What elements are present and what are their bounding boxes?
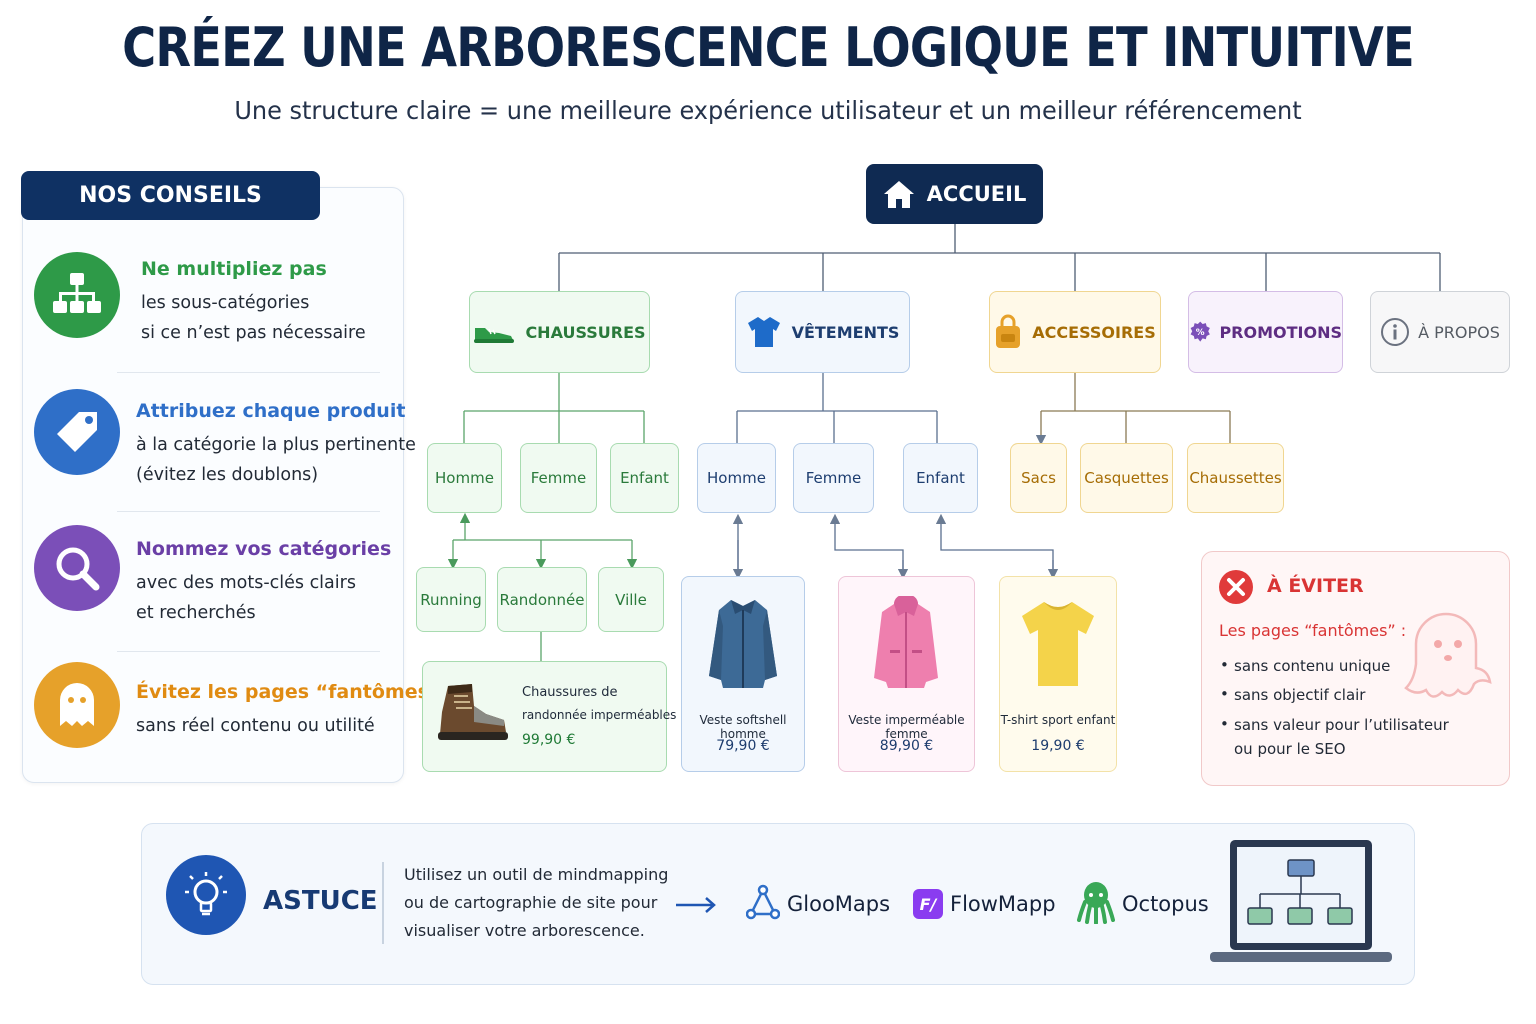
tip-text: et recherchés — [136, 603, 256, 623]
avoid-bullet: • — [1220, 715, 1229, 733]
close-circle-icon — [1219, 570, 1253, 604]
divider — [117, 651, 380, 652]
avoid-title: À ÉVITER — [1267, 575, 1364, 597]
tree-node-promotions[interactable]: % PROMOTIONS — [1188, 291, 1343, 373]
flowmapp-logo-icon: F/ — [913, 889, 943, 919]
arrow-right-icon — [676, 897, 716, 913]
octopus-logo-icon — [1077, 882, 1115, 924]
bag-icon — [996, 314, 1021, 348]
astuce-label: ASTUCE — [263, 886, 378, 916]
softshell-jacket-image — [709, 600, 777, 688]
divider — [117, 511, 380, 512]
tool-flowmapp[interactable]: FlowMapp — [950, 892, 1056, 916]
avoid-item: ou pour le SEO — [1234, 740, 1346, 758]
tip-text: à la catégorie la plus pertinente — [136, 435, 416, 455]
avoid-item: sans contenu unique — [1234, 657, 1391, 675]
tree-node-chaussures-femme[interactable]: Femme — [520, 443, 597, 513]
avoid-bullet: • — [1220, 656, 1229, 674]
tree-node-label: À PROPOS — [1418, 322, 1500, 342]
divider — [117, 372, 380, 373]
page-title: CRÉEZ UNE ARBORESCENCE LOGIQUE ET INTUIT… — [122, 16, 1415, 79]
tree-node-a-propos[interactable]: À PROPOS — [1370, 291, 1510, 373]
tree-node-casquettes[interactable]: Casquettes — [1080, 443, 1173, 513]
product-price: 19,90 € — [1031, 738, 1085, 754]
tip-text: les sous-catégories — [141, 293, 310, 313]
tip-title: Évitez les pages “fantômes” — [136, 681, 442, 703]
tshirt-product-image — [1022, 602, 1094, 686]
rain-jacket-image — [874, 596, 938, 688]
tree-node-vetements-femme[interactable]: Femme — [793, 443, 874, 513]
product-name: Chaussures de — [522, 685, 618, 700]
astuce-badge — [166, 855, 246, 935]
search-icon — [56, 547, 100, 591]
product-price: 89,90 € — [879, 738, 934, 754]
tag-icon — [57, 412, 97, 452]
tip-text: avec des mots-clés clairs — [136, 573, 356, 593]
product-name: T-shirt sport enfant — [1000, 713, 1116, 727]
tip-text: sans réel contenu ou utilité — [136, 716, 375, 736]
sitemap-icon — [53, 273, 101, 313]
tree-node-label: ACCESSOIRES — [1032, 322, 1156, 342]
divider — [382, 862, 384, 944]
tree-node-chaussettes[interactable]: Chaussettes — [1187, 443, 1284, 513]
tip-ghost-badge — [34, 662, 120, 748]
astuce-text: ou de cartographie de site pour — [404, 893, 658, 912]
tip-text: si ce n’est pas nécessaire — [141, 323, 366, 343]
tree-node-vetements-enfant[interactable]: Enfant — [903, 443, 978, 513]
tree-node-label: VÊTEMENTS — [791, 322, 900, 342]
page-subtitle: Une structure claire = une meilleure exp… — [234, 96, 1302, 125]
tree-node-accessoires[interactable]: ACCESSOIRES — [989, 291, 1161, 373]
laptop-sitemap-icon — [1210, 840, 1392, 962]
percent-badge-icon: % — [1190, 321, 1210, 342]
tip-text: (évitez les doublons) — [136, 465, 319, 485]
product-name: randonnée imperméables — [522, 708, 677, 722]
tip-sitemap-badge — [34, 252, 120, 338]
tool-gloomaps[interactable]: GlooMaps — [787, 892, 891, 916]
product-name: Veste imperméable femme — [848, 713, 965, 741]
ghost-icon — [60, 683, 94, 726]
astuce-text: visualiser votre arborescence. — [404, 921, 645, 940]
product-name: Veste softshell homme — [699, 713, 787, 741]
lightbulb-icon — [185, 872, 227, 916]
tip-title: Attribuez chaque produit — [136, 400, 406, 422]
tree-node-chaussures-homme[interactable]: Homme — [427, 443, 502, 513]
tips-header: NOS CONSEILS — [21, 171, 320, 220]
product-price: 79,90 € — [716, 738, 770, 754]
tree-node-randonnee[interactable]: Randonnée — [497, 567, 587, 632]
avoid-bullet: • — [1220, 685, 1229, 703]
gloomaps-logo-icon — [746, 884, 780, 920]
shoe-icon — [474, 328, 515, 343]
avoid-item: sans objectif clair — [1234, 686, 1366, 704]
home-icon — [883, 181, 914, 208]
astuce-banner — [141, 823, 1415, 985]
avoid-subtitle: Les pages “fantômes” : — [1219, 621, 1407, 640]
tip-tag-badge — [34, 389, 120, 475]
astuce-text: Utilisez un outil de mindmapping — [404, 865, 669, 884]
ghost-illustration-icon — [1404, 612, 1492, 698]
product-price: 99,90 € — [522, 732, 576, 748]
tree-node-ville[interactable]: Ville — [598, 567, 664, 632]
tree-node-vetements-homme[interactable]: Homme — [697, 443, 776, 513]
tree-node-label: PROMOTIONS — [1219, 322, 1342, 342]
tip-title: Nommez vos catégories — [136, 538, 392, 560]
tip-search-badge — [34, 525, 120, 611]
hiking-boot-image — [438, 684, 508, 740]
tree-node-label: CHAUSSURES — [525, 322, 646, 342]
tree-node-sacs[interactable]: Sacs — [1010, 443, 1067, 513]
tree-node-accueil[interactable]: ACCUEIL — [866, 164, 1043, 224]
avoid-item: sans valeur pour l’utilisateur — [1234, 716, 1449, 734]
tree-node-vetements[interactable]: VÊTEMENTS — [735, 291, 910, 373]
tip-title: Ne multipliez pas — [141, 258, 327, 280]
tree-node-chaussures[interactable]: CHAUSSURES — [469, 291, 650, 373]
tree-node-label: ACCUEIL — [926, 182, 1027, 206]
tshirt-icon — [747, 317, 780, 347]
info-icon — [1381, 318, 1410, 346]
tool-octopus[interactable]: Octopus — [1122, 892, 1209, 916]
tree-node-chaussures-enfant[interactable]: Enfant — [610, 443, 679, 513]
tree-node-running[interactable]: Running — [416, 567, 486, 632]
svg-text:%: % — [1196, 328, 1205, 338]
